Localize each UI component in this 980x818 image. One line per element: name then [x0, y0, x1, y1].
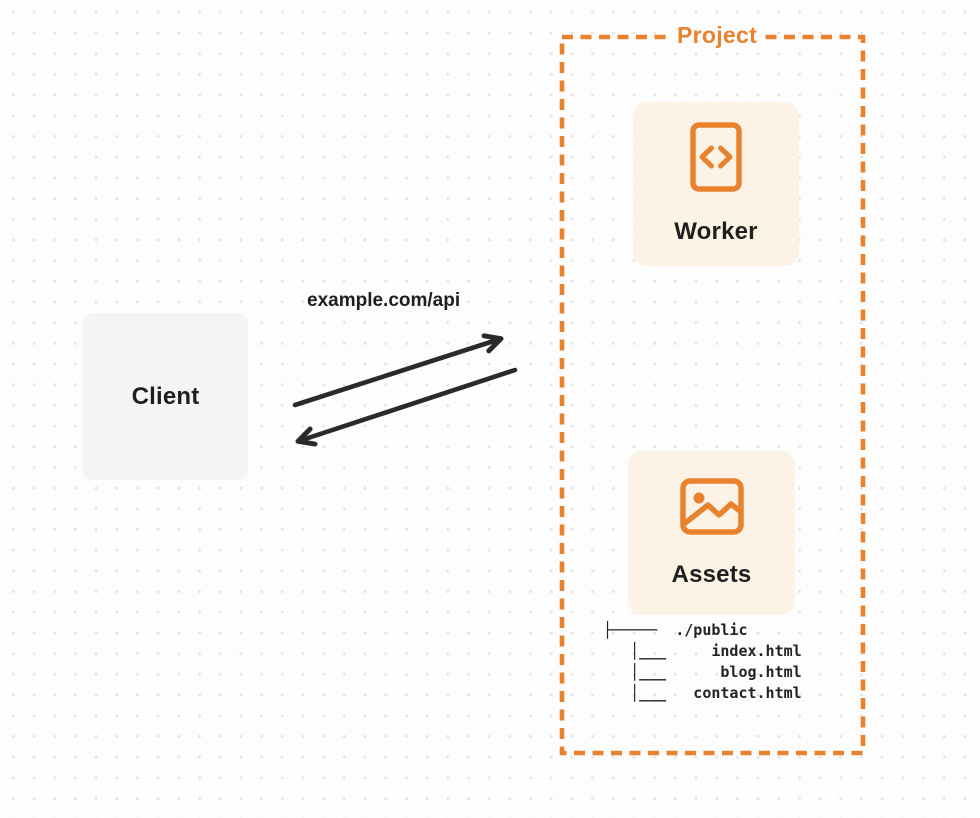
request-url-label: example.com/api	[307, 290, 461, 311]
request-arrow	[292, 333, 504, 408]
assets-node: Assets	[628, 451, 795, 615]
assets-file-tree: ├───── ./public │___ index.html │___ blo…	[603, 621, 802, 702]
image-icon	[679, 477, 744, 535]
worker-label: Worker	[674, 218, 758, 245]
client-label: Client	[131, 382, 200, 410]
client-node: Client	[83, 313, 248, 480]
worker-node: Worker	[633, 102, 799, 266]
assets-label: Assets	[671, 560, 752, 588]
response-arrow	[295, 367, 518, 447]
code-file-icon	[690, 122, 742, 192]
project-label: Project	[669, 22, 765, 49]
